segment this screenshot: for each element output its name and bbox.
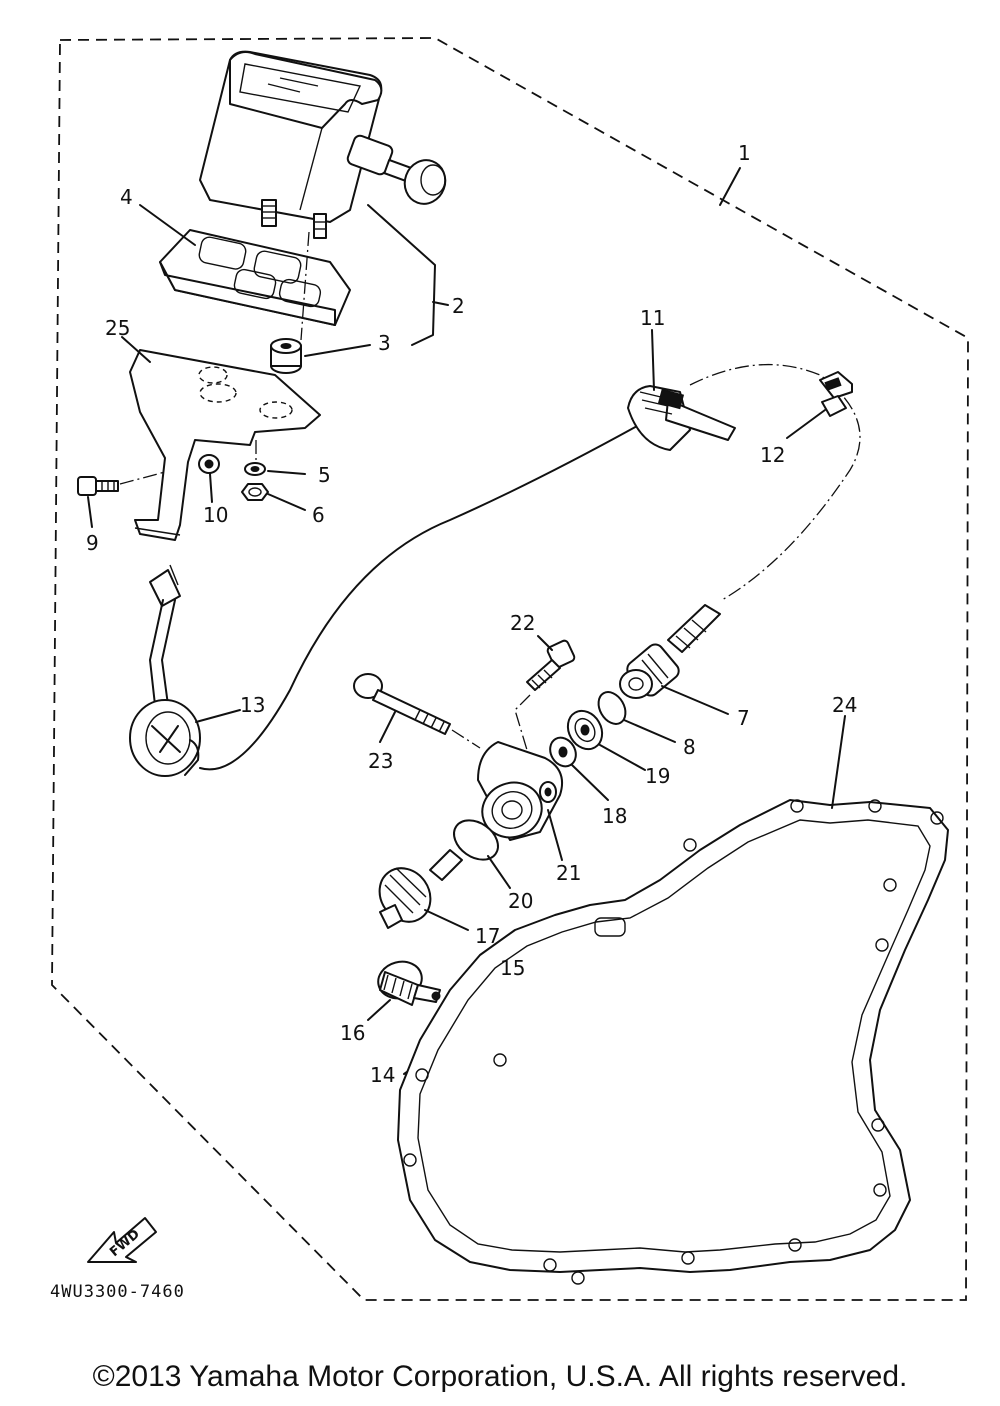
cable-clip [819,371,853,417]
grommet [270,338,302,374]
callout-12-leader [786,409,826,439]
diagram-code: 4WU3300-7460 [50,1282,185,1302]
bearing-19 [566,709,604,751]
callout-7: 7 [737,706,750,730]
callout-10-leader [209,473,213,503]
crankcase-gasket [397,799,949,1285]
o-ring-8 [597,691,627,725]
drive-gear-16 [377,960,441,1006]
callout-24-leader [831,715,846,809]
callout-1-leader [719,167,741,206]
speedometer-cable [129,363,861,777]
callout-5-leader [267,470,306,475]
assembly-boundary [51,37,969,1301]
callout-15: 15 [500,956,525,980]
callout-2-bracket [367,204,436,346]
callout-23: 23 [368,749,393,773]
damper-plate [159,229,351,326]
callout-9: 9 [86,531,99,555]
callout-3: 3 [378,331,391,355]
callout-16: 16 [340,1021,365,1045]
callout-8-leader [623,719,676,743]
copyright-notice: ©2013 Yamaha Motor Corporation, U.S.A. A… [92,1360,908,1393]
drive-gear-17 [378,849,463,929]
callout-6: 6 [312,503,325,527]
gear-shaft-7 [619,604,721,699]
callout-12: 12 [760,443,785,467]
callout-11: 11 [640,306,665,330]
callout-3-leader [304,344,371,357]
callout-21: 21 [556,861,581,885]
nut-6 [241,483,269,501]
callout-2: 2 [452,294,465,318]
o-ring-20 [453,819,499,861]
meter-bracket [129,349,321,541]
callout-4-leader [139,204,196,246]
callout-18: 18 [602,804,627,828]
bolt-22 [526,639,576,691]
callout-11-leader [651,329,655,391]
callout-21-leader [547,809,563,861]
bolt-23 [353,673,451,735]
speedometer-housing [477,741,564,841]
callout-25-leader [121,336,151,363]
callout-20-leader [487,855,511,889]
speedometer-head [199,50,447,239]
washer-18 [549,736,577,768]
callout-16-leader [367,999,391,1021]
callout-13: 13 [240,693,265,717]
callout-19: 19 [645,764,670,788]
callout-23-leader [379,711,396,743]
callout-17: 17 [475,924,500,948]
callout-18-leader [571,764,609,801]
callout-17-leader [424,909,469,931]
callout-6-leader [267,493,306,511]
callout-13-leader [195,709,241,723]
callout-7-leader [661,685,729,715]
callout-24: 24 [832,693,857,717]
bolt-9 [77,476,119,496]
callout-20: 20 [508,889,533,913]
washer-5 [244,462,266,476]
callout-8: 8 [683,735,696,759]
callout-4: 4 [120,185,133,209]
callout-22-leader [537,635,553,651]
callout-10: 10 [203,503,228,527]
callout-14: 14 [370,1063,395,1087]
callout-9-leader [87,496,93,528]
collar-10 [198,454,220,474]
callout-25: 25 [105,316,130,340]
forward-arrow-icon: FWD [87,1217,157,1263]
cable-band [627,385,736,451]
callout-22: 22 [510,611,535,635]
callout-19-leader [599,744,646,771]
callout-1: 1 [738,141,751,165]
callout-5: 5 [318,463,331,487]
